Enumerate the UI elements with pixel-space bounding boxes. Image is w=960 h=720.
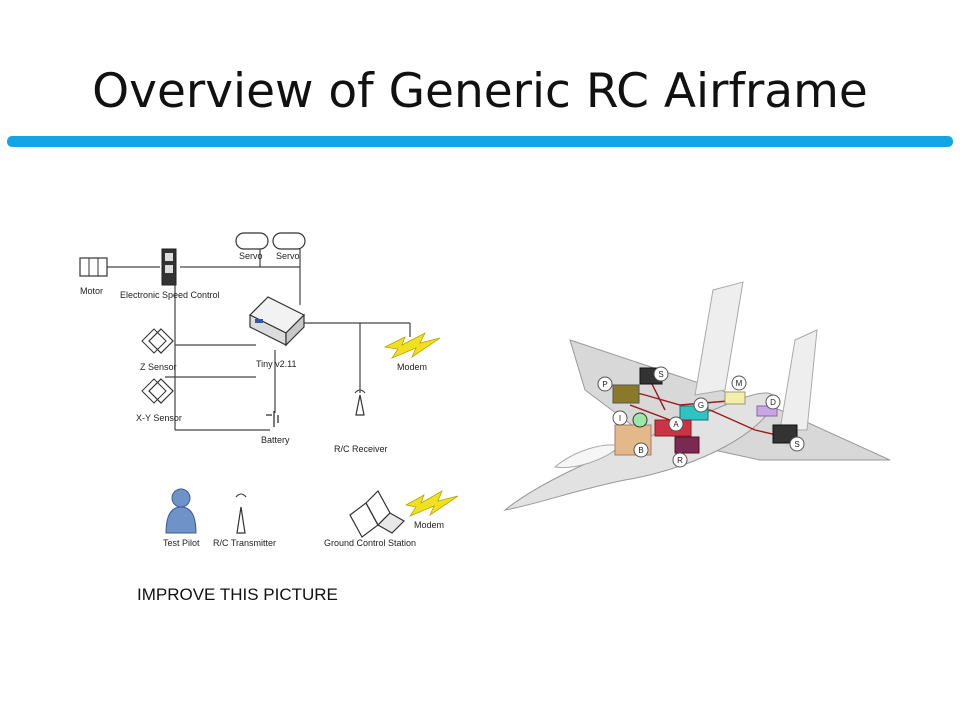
svg-text:R: R (677, 456, 683, 465)
svg-text:A: A (673, 420, 679, 429)
z-sensor-icon (141, 328, 174, 354)
test-pilot-label: Test Pilot (163, 538, 200, 548)
component-box (612, 384, 640, 404)
motor-label: Motor (80, 286, 103, 296)
component-tag: G (693, 397, 709, 413)
component-tag: I (612, 410, 628, 426)
modem-ground-label: Modem (414, 520, 444, 530)
rc-transmitter-label: R/C Transmitter (213, 538, 276, 548)
svg-text:S: S (658, 370, 663, 379)
component-box (674, 436, 700, 454)
servo-1-label: Servo (239, 251, 263, 261)
svg-text:S: S (794, 440, 799, 449)
component-tag: S (789, 436, 805, 452)
svg-text:M: M (736, 379, 743, 388)
lightning-icon (404, 490, 459, 517)
antenna-icon (354, 389, 366, 416)
svg-text:P: P (602, 380, 607, 389)
svg-text:B: B (638, 446, 643, 455)
airframe-illustration: P S I G A M D B R S (503, 281, 891, 511)
xy-sensor-label: X-Y Sensor (136, 413, 182, 423)
z-sensor-label: Z Sensor (140, 362, 177, 372)
battery-icon (266, 411, 279, 427)
component-tag: A (668, 416, 684, 432)
battery-label: Battery (261, 435, 290, 445)
component-tag: R (672, 452, 688, 468)
component-tag: S (653, 366, 669, 382)
component-box (772, 424, 798, 444)
component-tag: D (765, 394, 781, 410)
component-tag: M (731, 375, 747, 391)
laptop-icon (349, 490, 405, 538)
servo-icon (235, 232, 306, 250)
autopilot-board (248, 296, 306, 347)
pilot-icon (165, 488, 197, 534)
component-tag: P (597, 376, 613, 392)
svg-text:D: D (770, 398, 776, 407)
svg-text:I: I (619, 414, 621, 423)
improve-note: IMPROVE THIS PICTURE (137, 585, 338, 604)
title-underline (7, 136, 953, 147)
component-tag: B (633, 442, 649, 458)
ground-station-label: Ground Control Station (324, 538, 416, 548)
transmitter-icon (235, 493, 247, 534)
rc-receiver-label: R/C Receiver (334, 444, 388, 454)
svg-text:G: G (698, 401, 704, 410)
motor-block (79, 257, 108, 277)
slide-title: Overview of Generic RC Airframe (92, 64, 868, 119)
component-box (724, 391, 746, 405)
esc-block (161, 248, 177, 286)
lightning-icon (383, 332, 441, 359)
esc-label: Electronic Speed Control (120, 290, 220, 300)
modem-air-label: Modem (397, 362, 427, 372)
autopilot-label: Tiny v2.11 (256, 359, 297, 369)
servo-2-label: Servo (276, 251, 300, 261)
system-block-diagram: Motor Electronic Speed Control Servo Ser… (79, 232, 459, 548)
xy-sensor-icon (141, 378, 174, 404)
